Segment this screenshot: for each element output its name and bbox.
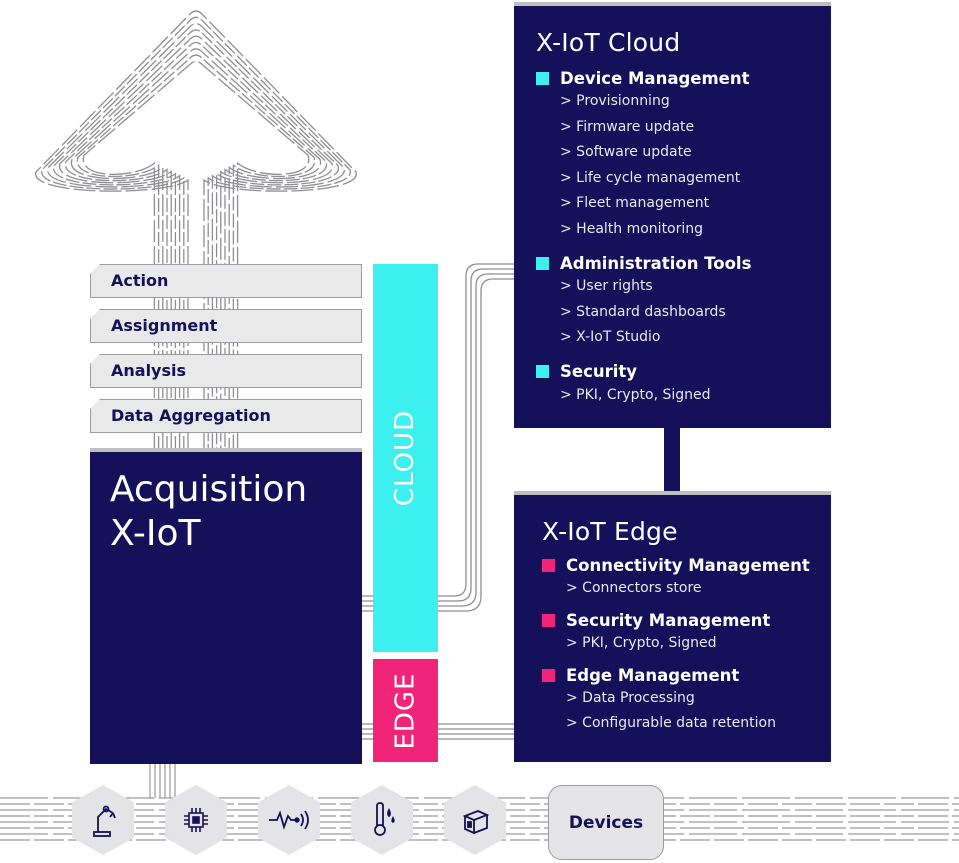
section-title: Edge Management [566,665,740,685]
cloud-section-administration-tools: Administration Tools > User rights > Sta… [536,252,831,351]
pink-square-icon [542,558,555,572]
list-item: > PKI, Crypto, Signed [560,386,711,403]
section-title: Security Management [566,610,771,630]
cloud-bar-label: CLOUD [390,409,421,507]
list-item: > Fleet management [560,195,710,211]
cyan-square-icon [536,71,549,85]
list-item: > Life cycle management [560,169,741,186]
cloud-bar: CLOUD [373,264,438,652]
layer-data-aggregation: Data Aggregation [90,399,362,433]
edge-section-security: Security Management > PKI, Crypto, Signe… [542,609,831,656]
pink-square-icon [542,668,555,682]
layer-action: Action [90,264,362,298]
acquisition-title-line2: X-IoT [110,513,201,554]
xiot-cloud-panel: X-IoT Cloud Device Management > Provisio… [514,2,831,428]
cloud-panel-title: X-IoT Cloud [536,28,681,57]
list-item: > Data Processing [566,690,695,706]
edge-bar-label: EDGE [390,671,421,750]
thermometer-icon [374,802,395,836]
section-title: Administration Tools [560,253,752,273]
upload-arrow-lines [35,10,357,450]
acquisition-panel: Acquisition X-IoT [90,448,362,764]
device-hex-thermometer [351,785,413,855]
acquisition-title-line1: Acquisition [110,469,308,510]
cloud-section-security: Security > PKI, Crypto, Signed [536,361,831,409]
list-item: > Software update [560,144,692,160]
devices-label: Devices [568,812,644,833]
section-title: Security [560,362,638,381]
cloud-edge-link [664,427,680,492]
list-item: > X-IoT Studio [560,329,661,345]
cloud-section-device-management: Device Management > Provisionning > Firm… [536,67,831,242]
list-item: > Firmware update [560,118,695,135]
box-icon [462,810,490,835]
layer-assignment: Assignment [90,309,362,343]
robot-arm-icon [93,805,116,837]
layer-analysis: Analysis [90,354,362,388]
list-item: > Health monitoring [560,220,704,237]
edge-section-management: Edge Management > Data Processing > Conf… [542,664,831,736]
section-title: Device Management [560,68,750,88]
xiot-edge-panel: X-IoT Edge Connectivity Management > Con… [514,491,831,762]
cyan-square-icon [536,256,549,270]
list-item: > PKI, Crypto, Signed [566,635,717,651]
section-title: Connectivity Management [566,555,810,575]
list-item: > User rights [560,278,653,294]
device-hex-box [444,785,506,855]
list-item: > Connectors store [566,580,702,596]
edge-section-connectivity: Connectivity Management > Connectors sto… [542,554,831,601]
device-hex-chip [165,785,227,855]
list-item: > Standard dashboards [560,303,726,320]
device-hex-robot [72,785,134,855]
devices-box: Devices [548,785,664,860]
list-item: > Provisionning [560,93,670,109]
chip-icon [184,808,208,832]
pink-square-icon [542,613,555,627]
edge-bar: EDGE [373,659,438,762]
signal-wave-icon [269,810,309,830]
edge-panel-title: X-IoT Edge [542,517,678,546]
device-hex-signal [258,785,320,855]
list-item: > Configurable data retention [566,715,776,731]
cyan-square-icon [536,365,549,378]
